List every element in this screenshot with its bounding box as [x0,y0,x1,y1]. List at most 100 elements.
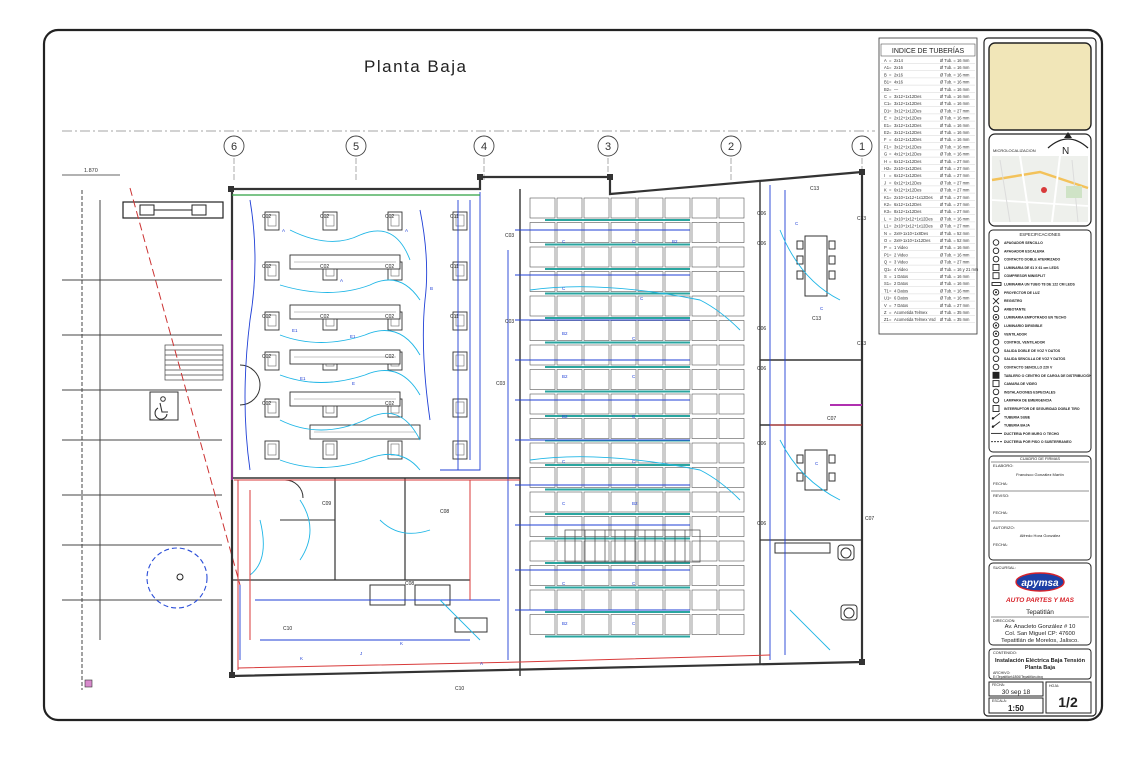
tuberias-cell: Ø Tub. = 16 mm [940,274,970,279]
svg-text:=: = [889,108,892,113]
svg-text:C02: C02 [385,354,394,360]
tuberias-cell: K2 [884,202,890,207]
svg-text:=: = [889,180,892,185]
tuberias-cell: Ø Tub. = 16 mm [940,216,970,221]
tuberias-cell: Ø Tub. = 16 mm [940,252,970,257]
svg-text:=: = [889,260,892,265]
tuberias-cell: 3x12+1x12Des [894,101,921,106]
spec-item-label: TUBERIA SUBE [1004,415,1031,419]
tuberias-cell: B1 [884,80,890,85]
spec-symbol-icon [991,421,1001,428]
tuberias-cell: 1 Datos [894,274,908,279]
svg-text:=: = [889,80,892,85]
tuberias-cell: K [884,188,887,193]
svg-text:C: C [632,239,636,244]
tuberias-cell: C1 [884,101,890,106]
tuberias-cell: 2x10+1x12+1x12Des [894,224,933,229]
svg-text:K: K [300,656,303,661]
tuberias-cell: Ø Tub. = 16 mm [940,87,970,92]
tuberias-cell: Ø Tub. = 16 mm [940,65,970,70]
svg-text:=: = [889,252,892,257]
svg-text:C06: C06 [757,521,766,527]
spec-item-label: LAMPARA DE EMERGENCIA [1004,399,1052,403]
svg-text:C10: C10 [283,626,292,632]
svg-text:=: = [889,296,892,301]
tuberias-cell: 1 Video [894,245,909,250]
tuberias-cell: U1 [884,296,890,301]
tuberias-cell: 3 Video [894,260,909,265]
tuberias-cell: B2 [884,87,890,92]
svg-text:C08: C08 [440,509,449,515]
svg-text:C02: C02 [262,264,271,270]
svg-text:=: = [889,310,892,315]
svg-text:C: C [632,374,636,379]
microlocalizacion-label: MICROLOCALIZACION [993,148,1036,153]
hoja-value: 1/2 [1058,694,1078,710]
tuberias-cell: L [884,216,887,221]
tuberias-cell: O [884,238,887,243]
location-pin-icon [1041,187,1047,193]
svg-text:C: C [815,461,819,466]
svg-text:=: = [889,216,892,221]
tuberias-cell: Acometida Telmex [894,310,927,315]
escala-label: ESCALA: [992,699,1007,703]
svg-text:C13: C13 [857,216,866,222]
drawing-title: Planta Baja [364,57,467,76]
contenido-line-2: Planta Baja [1025,665,1056,671]
svg-text:=: = [889,101,892,106]
svg-text:C: C [632,336,636,341]
tuberias-cell: 2x16 [894,65,904,70]
svg-text:C07: C07 [865,516,874,522]
svg-text:=: = [889,94,892,99]
svg-text:C06: C06 [757,441,766,447]
svg-text:C06: C06 [757,211,766,217]
tuberias-cell: Ø Tub. = 16 mm [940,130,970,135]
tuberias-cell: Ø Tub. = 27 mm [940,209,970,214]
axis-bubble [597,135,619,157]
svg-text:C08: C08 [405,581,414,587]
tuberias-cell: 6 Datos [894,296,908,301]
sheet-border [42,28,1104,722]
tuberias-cell: 4x12+1x12Des [894,152,921,157]
tuberias-cell: V [884,303,887,308]
spec-item: LUMINARIA DE 61 X 61 cm LEDS [992,263,1059,271]
reviso-fecha-label: FECHA: [993,510,1008,515]
autorizo-name: Alfredo Hora González [1020,533,1060,538]
tuberias-cell: 6x12+1x12Des [894,180,921,185]
tuberias-cell: 4x12+1x12Des [894,137,921,142]
brand-name: AUTO PARTES Y MAS [1005,597,1075,604]
spec-symbol-icon [992,355,1000,362]
tuberias-cell: 2x12+1x12Des [894,116,921,121]
svg-text:A: A [340,278,343,283]
svg-text:=: = [889,202,892,207]
svg-text:B2: B2 [632,501,638,506]
spec-item: VENTILADOR [992,330,1027,338]
svg-text:=: = [889,130,892,135]
spec-item: APAGADOR SENCILLO [992,239,1043,246]
svg-text:=: = [889,188,892,193]
svg-text:C: C [632,414,636,419]
spec-item: INTERRUPTOR DE SEGURIDAD DOBLE TIRO [992,405,1080,412]
spec-symbol-icon [992,255,1000,263]
svg-text:E1: E1 [350,334,356,339]
spec-item: SALIDA SENCILLA DE VOZ Y DATOS [992,355,1066,362]
svg-text:C02: C02 [385,214,394,220]
spec-item: CONTACTO SENCILLO 220 V [992,363,1053,371]
svg-text:C02: C02 [320,314,329,320]
svg-text:C: C [562,239,566,244]
location-map [991,155,1089,223]
svg-text:C10: C10 [455,686,464,692]
contenido-label: CONTENIDO: [993,651,1017,655]
spec-item: INSTALACIONES ESPECIALES [992,388,1056,396]
spec-symbol-icon [992,322,1000,329]
svg-text:C02: C02 [385,314,394,320]
tuberias-cell: Ø Tub. = 16 mm [940,281,970,286]
spec-item-label: CONTACTO DOBLE ATERRIZADO [1004,258,1061,262]
tuberias-cell: 4 Video [894,267,909,272]
spec-item: APAGADOR ESCALERA [992,247,1045,255]
hoja-label: HOJA: [1049,684,1059,688]
spec-item-label: LUMINARIA DE 61 X 61 cm LEDS [1004,266,1059,270]
svg-text:=: = [889,137,892,142]
tuberias-cell: 2x14 [894,58,904,63]
